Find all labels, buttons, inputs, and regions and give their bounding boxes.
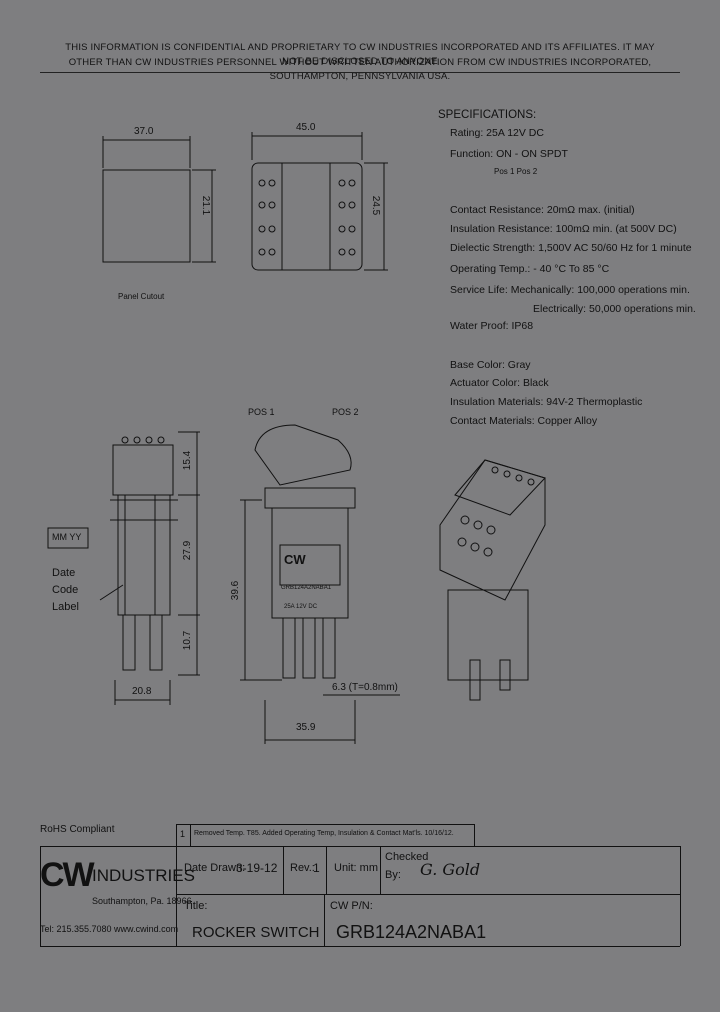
confidential-notice-line1: THIS INFORMATION IS CONFIDENTIAL AND PRO… [65,42,655,67]
spec-rating: Rating: 25A 12V DC [450,127,544,139]
spec-positions: Pos 1 Pos 2 [494,167,538,176]
side-mid-dim: 27.9 [182,540,194,561]
terminal-dim: 6.3 (T=0.8mm) [332,682,398,693]
date-label-3: Label [52,601,79,613]
isometric-housing [447,589,529,681]
spec-heading: SPECIFICATIONS: [438,109,537,121]
panel-width-dim: 37.0 [134,126,154,137]
front-height-dim: 24.5 [370,195,382,216]
checked-label: Checked [385,851,429,863]
spec-service-life-elec: Electrically: 50,000 operations min. [533,303,696,315]
part-number-label: CW P/N: [330,900,373,912]
date-code-box [47,527,89,549]
rev-value: 1 [313,861,320,875]
body-width-dim: 35.9 [296,722,316,733]
spec-operating-temp: Operating Temp.: - 40 °C To 85 °C [450,263,610,275]
body-bezel [264,487,356,509]
company-name: INDUSTRIES [92,866,195,885]
rev-number: 1 [180,829,186,839]
body-label-text-1: GRB124A2NABA1 [281,585,332,591]
company-contact: Tel: 215.355.7080 www.cwind.com [40,924,179,934]
body-label-text-2: 25A 12V DC [284,604,318,610]
company-city: Southampton, Pa. 18966 [92,896,192,906]
spec-dielectric: Dielectic Strength: 1,500V AC 50/60 Hz f… [450,242,692,254]
spec-insulation-resistance: Insulation Resistance: 100mΩ min. (at 50… [450,223,677,235]
checked-signature: G. Gold [420,860,481,879]
title-value: ROCKER SWITCH [192,924,320,941]
pos2-label: POS 2 [332,407,359,417]
panel-cutout-label: Panel Cutout [118,292,165,301]
spec-contact-resistance: Contact Resistance: 20mΩ max. (initial) [450,204,635,216]
front-view-outline [251,162,363,271]
confidential-notice-line2: OTHER THAN CW INDUSTRIES PERSONNEL WITHO… [68,57,652,82]
front-width-dim: 45.0 [296,122,316,133]
material-contact: Contact Materials: Copper Alloy [450,415,598,427]
panel-cutout-outline [102,169,191,263]
company-logo: CW [40,856,95,894]
rev-label: Rev.: [290,862,315,874]
date-drawn-label: Date Drawn: [184,862,246,874]
part-number-value: GRB124A2NABA1 [336,922,487,942]
title-label: Title: [184,900,208,912]
unit-label: Unit: mm [334,862,378,874]
side-width-dim: 20.8 [132,686,152,697]
by-label: By: [385,869,401,881]
revision-note: Removed Temp. T85. Added Operating Temp,… [194,830,454,837]
spec-water-proof: Water Proof: IP68 [450,320,534,332]
spec-service-life-mech: Service Life: Mechanically: 100,000 oper… [450,284,690,296]
side-bot-dim: 10.7 [182,630,194,651]
material-base-color: Base Color: Gray [450,359,531,371]
notice-divider [40,72,680,73]
side-view-top [112,444,174,496]
body-logo: CW [284,552,306,567]
rohs-label: RoHS Compliant [40,824,115,835]
body-height-dim: 39.6 [230,580,242,601]
side-view-body [117,494,171,616]
spec-function: Function: ON - ON SPDT [450,148,568,160]
material-actuator-color: Actuator Color: Black [450,377,549,389]
body-label-area [279,544,341,586]
pos1-label: POS 1 [248,407,275,417]
date-drawn-value: 3-19-12 [236,861,278,875]
date-label-2: Code [52,584,79,596]
side-top-dim: 15.4 [182,450,194,471]
material-insulation: Insulation Materials: 94V-2 Thermoplasti… [450,396,643,408]
date-label-1: Date [52,567,76,579]
isometric-body [439,459,546,601]
rocker-actuator [254,424,352,486]
panel-height-dim: 21.1 [200,195,212,216]
date-box-text: MM YY [52,532,82,542]
